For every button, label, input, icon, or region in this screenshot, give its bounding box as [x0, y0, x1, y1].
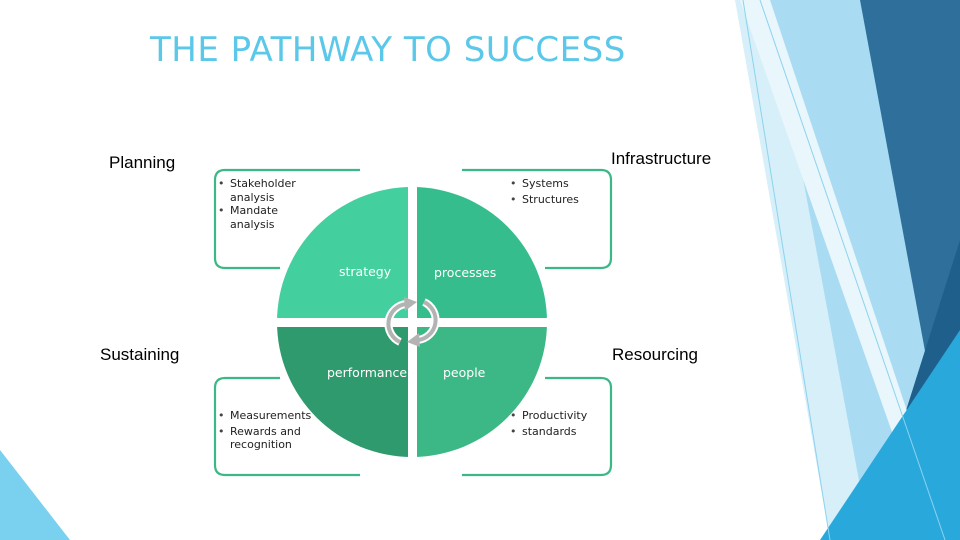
page-title: THE PATHWAY TO SUCCESS	[150, 30, 626, 70]
infrastructure-label: Infrastructure	[611, 149, 712, 168]
people-label: people	[443, 365, 486, 380]
resourcing-bullets: Productivity standards	[510, 409, 605, 438]
resourcing-frame	[462, 376, 613, 477]
list-item: Structures	[510, 193, 605, 207]
infrastructure-bullets: Systems Structures	[510, 177, 605, 206]
list-item: Stakeholder analysis	[218, 177, 318, 204]
list-item: Systems	[510, 177, 605, 191]
sustaining-label: Sustaining	[100, 345, 180, 364]
planning-frame	[213, 168, 360, 270]
strategy-label: strategy	[339, 264, 392, 279]
infrastructure-frame	[462, 168, 613, 270]
list-item: Measurements	[218, 409, 318, 423]
list-item: Productivity	[510, 409, 605, 423]
resourcing-label: Resourcing	[612, 345, 698, 364]
cycle-arrows-icon	[384, 297, 440, 347]
planning-label: Planning	[109, 153, 176, 172]
planning-bullets: Stakeholder analysis Mandate analysis	[218, 177, 318, 231]
list-item: Rewards and recognition	[218, 425, 318, 452]
sustaining-frame	[213, 376, 360, 477]
processes-label: processes	[434, 265, 497, 280]
list-item: standards	[510, 425, 605, 439]
performance-label: performance	[327, 365, 408, 380]
list-item: Mandate analysis	[218, 204, 318, 231]
people-quadrant	[417, 327, 547, 457]
sustaining-bullets: Measurements Rewards and recognition	[218, 409, 318, 452]
